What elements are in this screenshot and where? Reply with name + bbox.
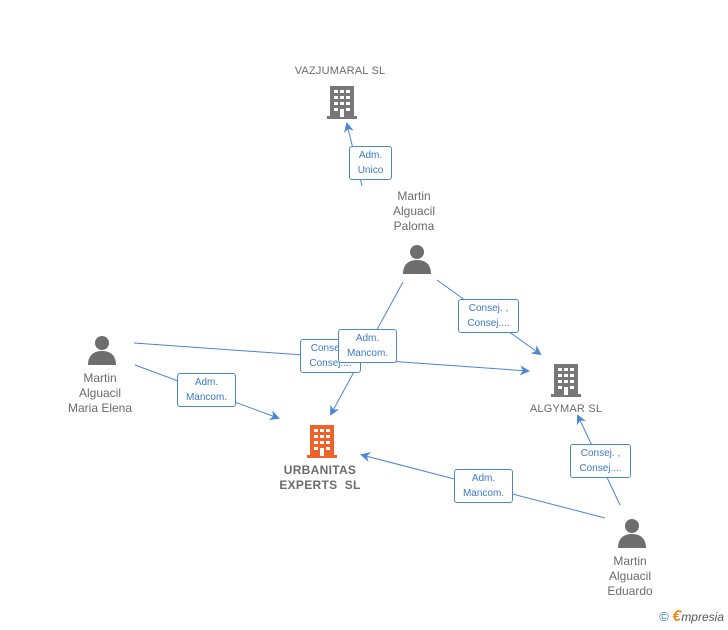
empresia-logo-e: € — [672, 608, 682, 625]
building-icon[interactable] — [550, 362, 582, 398]
building-icon[interactable] — [306, 423, 338, 459]
maria-elena-label-line3: Maria Elena — [67, 401, 133, 415]
algymar-label[interactable]: ALGYMAR SL — [529, 403, 603, 415]
person-icon[interactable] — [616, 518, 648, 548]
eduardo-label-line1: Martin — [613, 554, 647, 568]
copyright-icon: © — [659, 609, 669, 624]
paloma-label[interactable]: Martin Alguacil Paloma — [374, 189, 454, 234]
paloma-label-line1: Martin — [397, 189, 431, 203]
edge-label-paloma-vazjumaral[interactable]: Adm. Unico — [349, 146, 392, 180]
edge-label-line2: Mancom. — [462, 488, 505, 499]
urbanitas-label-line1: URBANITAS — [283, 463, 357, 477]
edge-label-line1: Adm. — [194, 377, 219, 388]
maria-elena-label-line2: Alguacil — [78, 386, 122, 400]
edge-label-paloma-urbanitas[interactable]: Adm. Mancom. — [338, 329, 397, 363]
empresia-brand: mpresia — [681, 610, 724, 624]
edge-label-line1: Adm. — [355, 333, 380, 344]
eduardo-label-line2: Alguacil — [608, 569, 652, 583]
edge-label-line2: Consej.... — [579, 463, 622, 474]
edge-label-paloma-algymar[interactable]: Consej. , Consej.... — [458, 299, 519, 333]
vazjumaral-label[interactable]: VAZJUMARAL SL — [294, 65, 386, 77]
paloma-label-line2: Alguacil — [392, 204, 436, 218]
urbanitas-label-line2: EXPERTS SL — [279, 478, 361, 492]
building-icon[interactable] — [326, 84, 358, 120]
maria-elena-label-line1: Martin — [83, 371, 117, 385]
urbanitas-label[interactable]: URBANITAS EXPERTS SL — [262, 463, 378, 493]
edge-label-maria-urbanitas[interactable]: Adm. Mancom. — [177, 373, 236, 407]
edge-label-line2: Unico — [357, 165, 384, 176]
empresia-watermark: © €mpresia — [659, 608, 724, 626]
edge-label-line1: Adm. — [358, 150, 383, 161]
person-icon[interactable] — [86, 335, 118, 365]
edge-label-line2: Mancom. — [185, 392, 228, 403]
eduardo-label[interactable]: Martin Alguacil Eduardo — [590, 554, 670, 599]
edge-label-line2: Consej.... — [467, 318, 510, 329]
edge-label-line2: Consej.... — [309, 358, 352, 369]
edge-label-line1: Consej. , — [580, 448, 621, 459]
edge-label-eduardo-algymar[interactable]: Consej. , Consej.... — [570, 444, 631, 478]
edge-label-line1: Consej. , — [310, 343, 351, 354]
edge-label-line1: Consej. , — [468, 303, 509, 314]
paloma-label-line3: Paloma — [393, 219, 435, 233]
person-icon[interactable] — [401, 244, 433, 274]
edge-label-line2: Mancom. — [346, 348, 389, 359]
edge-label-line1: Adm. — [471, 473, 496, 484]
maria-elena-label[interactable]: Martin Alguacil Maria Elena — [54, 371, 146, 416]
eduardo-label-line3: Eduardo — [607, 584, 653, 598]
edge-label-eduardo-urbanitas[interactable]: Adm. Mancom. — [454, 469, 513, 503]
